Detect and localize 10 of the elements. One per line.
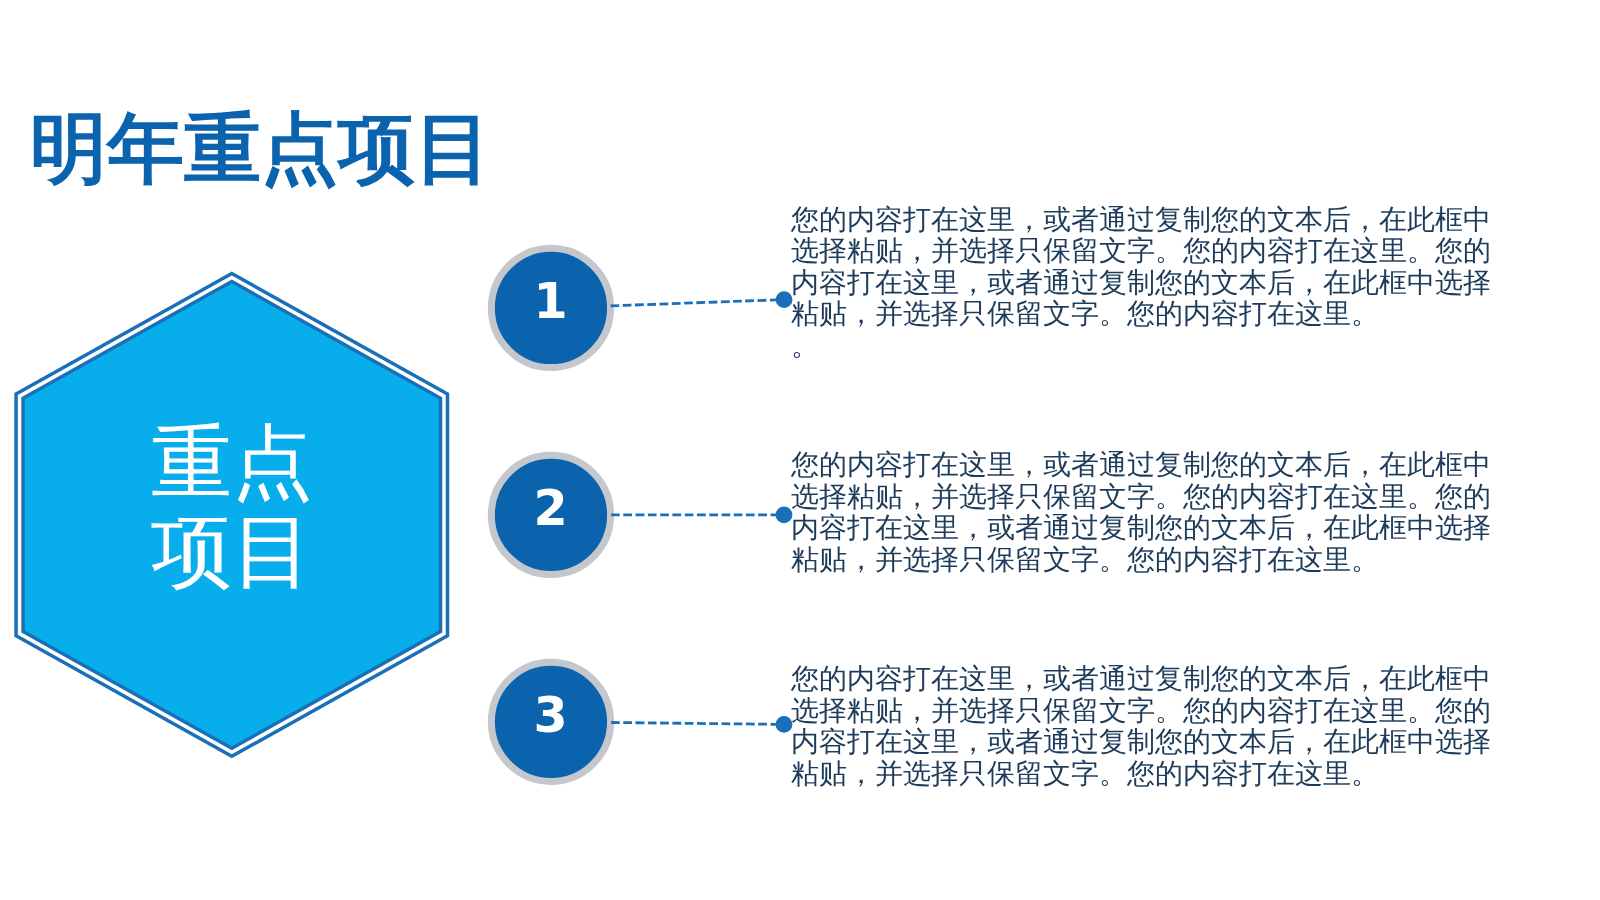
node-text: 您的内容打在这里，或者通过复制您的文本后，在此框中选择粘贴，并选择只保留文字。您的内容打在这里。您的内容打在这里，或者通过复制您的文本后，在此框中选择粘贴，并选择只保留文字。您的内容打在这里。 <box>791 448 1492 576</box>
connector <box>611 506 793 524</box>
node-circle: 3 <box>487 658 615 785</box>
node-circle: 1 <box>487 244 615 372</box>
node-circle: 2 <box>487 451 615 579</box>
node-text: 您的内容打在这里，或者通过复制您的文本后，在此框中选择粘贴，并选择只保留文字。您的内容打在这里。您的内容打在这里，或者通过复制您的文本后，在此框中选择粘贴，并选择只保留文字。您的内容打在这里。 <box>791 662 1492 790</box>
diagram-title: 明年重点项目 <box>30 103 493 194</box>
connector <box>611 715 793 733</box>
node-text: 您的内容打在这里，或者通过复制您的文本后，在此框中选择粘贴，并选择只保留文字。您的内容打在这里。您的内容打在这里，或者通过复制您的文本后，在此框中选择粘贴，并选择只保留文字。您的内容打在这里。 。 <box>791 202 1492 362</box>
connector <box>610 291 793 309</box>
